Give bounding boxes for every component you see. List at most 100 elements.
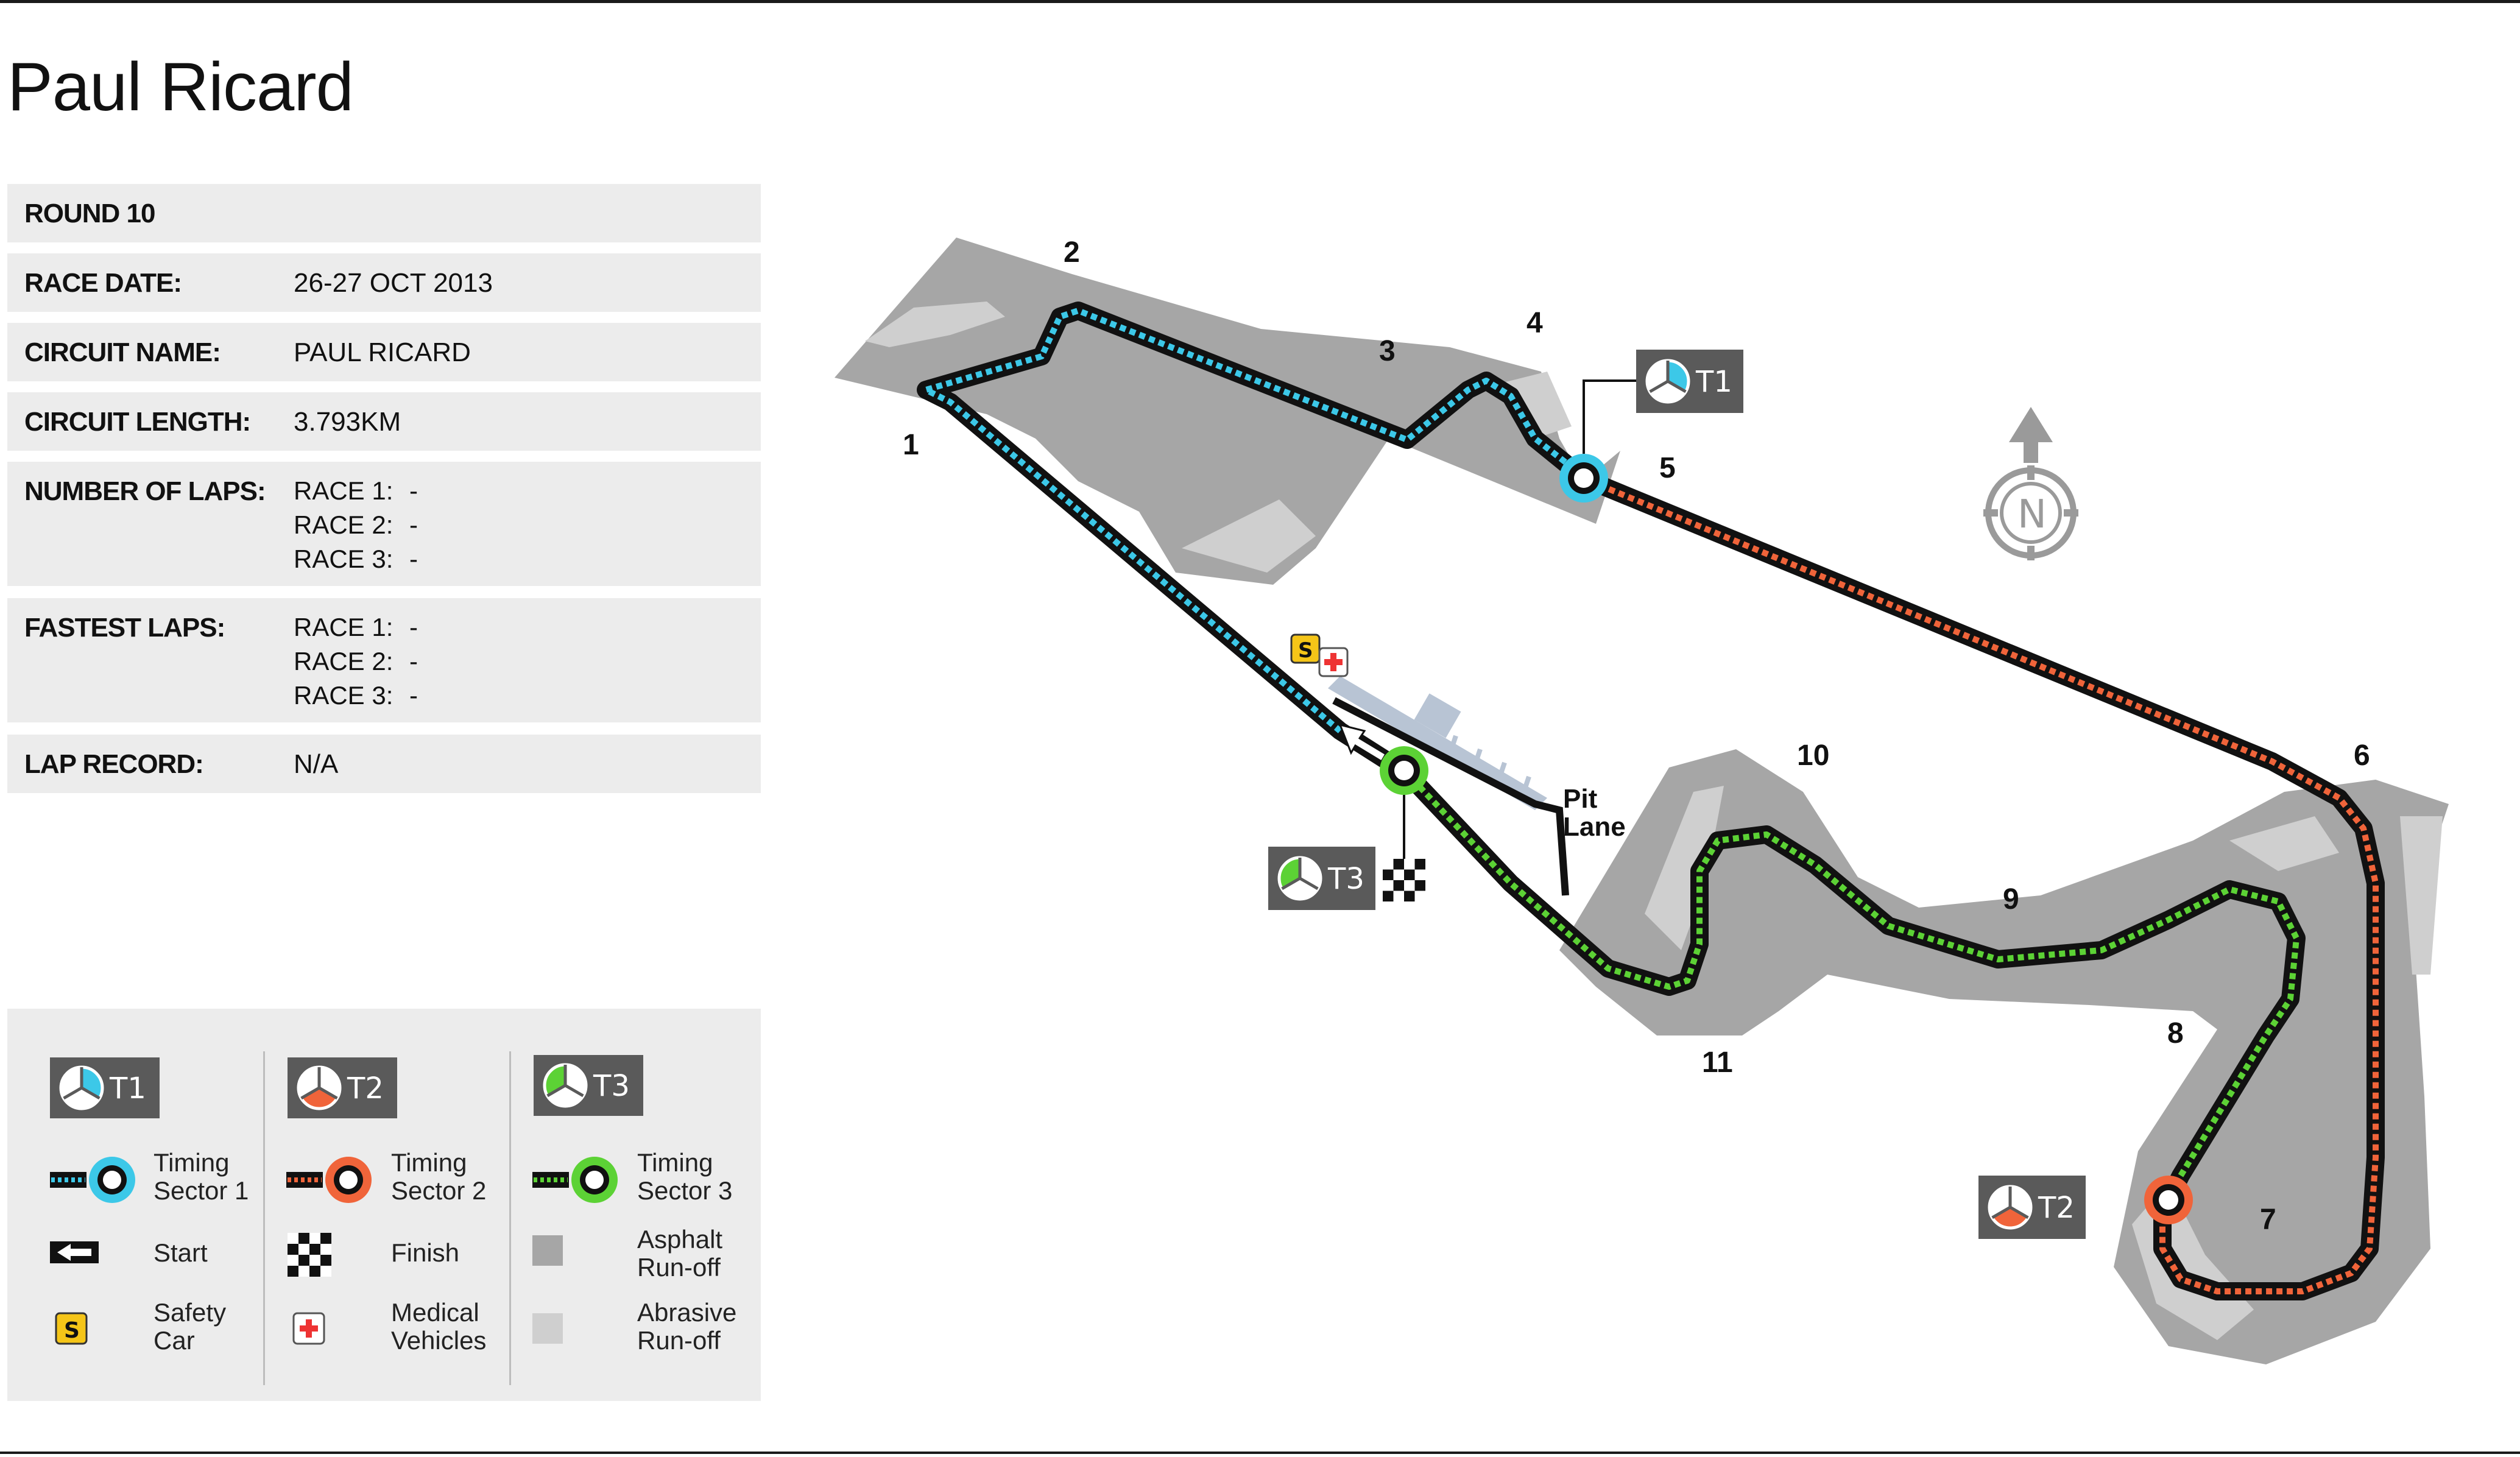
laps-race-2-label: RACE 2:: [294, 510, 394, 539]
abrasive-runoff-area: [2229, 816, 2339, 871]
map-t1-label: T1: [1695, 365, 1732, 399]
t3-badge-label: T3: [593, 1069, 630, 1103]
circuit-length-value: 3.793KM: [294, 407, 401, 437]
fastest-race-1-value: -: [409, 613, 418, 641]
circuit-name-label: CIRCUIT NAME:: [24, 337, 221, 367]
medical-vehicle-icon: [292, 1312, 325, 1345]
asphalt-swatch-icon: [532, 1235, 563, 1266]
safety-label-l2: Car: [154, 1326, 195, 1355]
sector3-label-l1: Timing: [637, 1148, 713, 1177]
laps-label: NUMBER OF LAPS:: [24, 476, 266, 506]
timing-marker-t1: [1559, 379, 1639, 503]
circuit-length-label: CIRCUIT LENGTH:: [24, 407, 251, 437]
map-medical-icon: [1318, 647, 1349, 677]
race-date-label: RACE DATE:: [24, 268, 182, 298]
abrasive-swatch-icon: [532, 1313, 563, 1344]
sector3-swatch-icon: [532, 1157, 618, 1203]
abrasive-label-l2: Run-off: [637, 1326, 721, 1355]
pit-building: [1328, 676, 1547, 810]
turn-label-9: 9: [2003, 883, 2019, 915]
laps-race-1-value: -: [409, 476, 418, 505]
laps-race-3-label: RACE 3:: [294, 545, 394, 573]
map-safety-letter: S: [1298, 638, 1313, 663]
fastest-race-1-label: RACE 1:: [294, 613, 394, 641]
timing-marker-t3: [1380, 746, 1428, 865]
t3-badge-icon: T3: [534, 1055, 643, 1116]
turn-label-4: 4: [1526, 307, 1543, 339]
map-t2-label: T2: [2038, 1191, 2075, 1225]
info-row-circuit-name: CIRCUIT NAME: PAUL RICARD: [7, 323, 761, 381]
turn-label-1: 1: [903, 429, 919, 461]
medical-label-l2: Vehicles: [391, 1326, 487, 1355]
info-row-fastest: FASTEST LAPS: RACE 1: - RACE 2: - RACE 3…: [7, 598, 761, 722]
pit-lane: [1332, 697, 1569, 896]
start-label: Start: [154, 1238, 208, 1267]
laps-race-3-value: -: [409, 545, 418, 573]
sector1-swatch-icon: [50, 1157, 135, 1203]
t1-badge-label: T1: [109, 1071, 146, 1106]
legend-divider: [509, 1051, 511, 1385]
round-label: ROUND 10: [24, 199, 155, 228]
turn-label-10: 10: [1797, 739, 1829, 772]
finish-flag-icon: [288, 1233, 331, 1277]
abrasive-runoff-area: [1182, 499, 1316, 573]
timing-marker-t2: [2144, 1176, 2193, 1224]
circuit-map: T1 T2 T3 S: [835, 236, 2449, 1364]
turn-label-3: 3: [1379, 335, 1396, 367]
info-row-race-date: RACE DATE: 26-27 OCT 2013: [7, 253, 761, 312]
map-safety-car-icon: S: [1290, 633, 1321, 664]
sector3-label-l2: Sector 3: [637, 1176, 733, 1205]
legend-divider: [263, 1051, 265, 1385]
abrasive-runoff-area: [865, 302, 1005, 347]
pit-lane-label-l1: Pit: [1563, 784, 1598, 814]
sector1-label-l2: Sector 1: [154, 1176, 249, 1205]
asphalt-runoff-area: [835, 238, 1620, 585]
legend-graphics: T1 T2 T3: [50, 1055, 643, 1345]
turn-label-5: 5: [1659, 452, 1676, 484]
abrasive-runoff-area: [1645, 786, 1724, 950]
turn-label-6: 6: [2354, 739, 2370, 772]
turn-label-2: 2: [1064, 236, 1080, 269]
legend-panel: T1 T2 T3: [7, 1009, 761, 1401]
abrasive-runoff-area: [2400, 816, 2443, 975]
abrasive-label-l1: Abrasive: [637, 1298, 737, 1327]
finish-label: Finish: [391, 1238, 460, 1267]
sector2-swatch-icon: [286, 1157, 372, 1203]
map-t3-badge-icon: T3: [1268, 847, 1375, 910]
map-t1-badge-icon: T1: [1636, 350, 1743, 413]
fastest-race-2-label: RACE 2:: [294, 647, 394, 676]
laps-race-1-label: RACE 1:: [294, 476, 394, 505]
fastest-label: FASTEST LAPS:: [24, 613, 225, 643]
page-title: Paul Ricard: [7, 49, 354, 125]
race-date-value: 26-27 OCT 2013: [294, 268, 493, 298]
t2-badge-label: T2: [347, 1071, 384, 1106]
turn-label-7: 7: [2260, 1204, 2276, 1236]
abrasive-runoff-area: [1498, 372, 1572, 439]
map-t3-label: T3: [1327, 862, 1364, 896]
safety-car-letter: S: [64, 1318, 80, 1343]
turn-label-11: 11: [1702, 1046, 1733, 1079]
info-row-circuit-length: CIRCUIT LENGTH: 3.793KM: [7, 392, 761, 451]
map-t2-badge-icon: T2: [1978, 1176, 2086, 1239]
bottom-rule: [0, 1452, 2520, 1454]
asphalt-label-l2: Run-off: [637, 1253, 721, 1282]
safety-label-l1: Safety: [154, 1298, 227, 1327]
sector2-track: [1589, 478, 2379, 1294]
compass-letter: N: [2017, 492, 2047, 537]
sector2-label-l2: Sector 2: [391, 1176, 487, 1205]
north-compass-icon: N: [1983, 407, 2078, 560]
t2-badge-icon: T2: [288, 1057, 397, 1118]
turn-label-8: 8: [2167, 1017, 2184, 1050]
lap-record-value: N/A: [294, 749, 339, 779]
asphalt-runoff-area: [1559, 749, 2449, 1364]
medical-label-l1: Medical: [391, 1298, 479, 1327]
info-row-lap-record: LAP RECORD: N/A: [7, 735, 761, 793]
fastest-race-3-value: -: [409, 681, 418, 710]
sector1-label-l1: Timing: [154, 1148, 230, 1177]
info-row-laps: NUMBER OF LAPS: RACE 1: - RACE 2: - RACE…: [7, 462, 761, 586]
sector1-track: [923, 308, 1592, 733]
map-finish-flag-icon: [1383, 859, 1425, 901]
laps-race-2-value: -: [409, 510, 418, 539]
safety-car-icon: S: [55, 1312, 88, 1345]
top-rule: [0, 0, 2520, 3]
